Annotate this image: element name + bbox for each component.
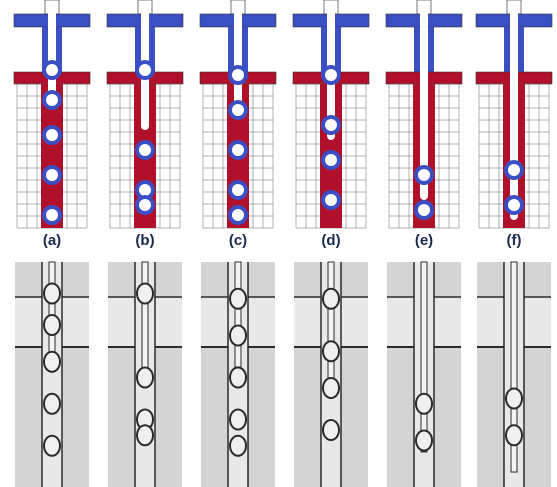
photo-panel xyxy=(201,261,275,487)
droplet-core xyxy=(139,184,151,196)
droplet-core xyxy=(46,129,58,141)
droplet xyxy=(322,419,340,441)
panel-label: (b) xyxy=(135,232,155,249)
droplet-core xyxy=(232,104,244,116)
droplet xyxy=(415,392,433,415)
core-thread xyxy=(48,10,56,100)
droplet-core xyxy=(325,119,337,131)
droplet-core xyxy=(508,164,520,176)
droplet-core xyxy=(46,94,58,106)
droplet-core xyxy=(46,209,58,221)
droplet xyxy=(229,408,247,431)
droplet-core xyxy=(418,204,430,216)
panel-label: (e) xyxy=(414,232,434,249)
panel-label: (d) xyxy=(321,232,341,249)
droplet-core xyxy=(325,194,337,206)
droplet xyxy=(322,377,340,399)
panel-label: (c) xyxy=(228,232,248,249)
droplet xyxy=(136,424,154,447)
droplet-core xyxy=(139,199,151,211)
droplet xyxy=(43,392,61,415)
photo-row xyxy=(15,261,551,487)
droplet-core xyxy=(46,64,58,76)
simulation-panel xyxy=(13,0,91,229)
photo-panel xyxy=(477,261,551,487)
droplet-core xyxy=(139,144,151,156)
photo-panel xyxy=(15,261,89,487)
core-thread xyxy=(510,261,518,473)
droplet xyxy=(505,387,523,410)
red-outlet-channel xyxy=(41,84,63,228)
core-thread xyxy=(420,261,428,453)
droplet-core xyxy=(325,69,337,81)
droplet-core xyxy=(232,144,244,156)
photo-panel xyxy=(294,261,368,487)
core-thread xyxy=(327,261,335,393)
droplet xyxy=(229,434,247,457)
droplet-core xyxy=(325,154,337,166)
simulation-panel xyxy=(106,0,184,229)
droplet-core xyxy=(139,64,151,76)
droplet xyxy=(136,282,154,305)
droplet xyxy=(43,314,61,336)
core-thread xyxy=(48,261,56,353)
droplet xyxy=(415,429,433,452)
simulation-panel xyxy=(385,0,463,229)
droplet xyxy=(43,282,61,305)
droplet-core xyxy=(46,169,58,181)
droplet xyxy=(229,324,247,347)
panel-label: (f) xyxy=(506,232,522,249)
droplet-core xyxy=(232,184,244,196)
droplet-core xyxy=(232,69,244,81)
droplet xyxy=(43,434,61,457)
droplet xyxy=(229,366,247,389)
simulation-row xyxy=(13,0,553,229)
core-thread xyxy=(141,261,149,383)
photo-panel xyxy=(108,261,182,487)
droplet xyxy=(43,350,61,373)
simulation-panel xyxy=(199,0,277,229)
droplet xyxy=(322,340,340,363)
droplet xyxy=(136,366,154,389)
droplet-core xyxy=(418,169,430,181)
core-thread xyxy=(510,10,518,220)
droplet xyxy=(229,287,247,310)
simulation-panel xyxy=(292,0,370,229)
simulation-panel xyxy=(475,0,553,229)
core-thread xyxy=(420,10,428,200)
photo-panel xyxy=(387,261,461,487)
panel-label: (a) xyxy=(42,232,62,249)
mesh-grid xyxy=(478,83,550,229)
core-thread xyxy=(234,261,242,368)
droplet xyxy=(505,424,523,447)
core-thread xyxy=(234,10,242,115)
droplet-core xyxy=(232,209,244,221)
droplet-core xyxy=(508,199,520,211)
droplet xyxy=(322,287,340,310)
